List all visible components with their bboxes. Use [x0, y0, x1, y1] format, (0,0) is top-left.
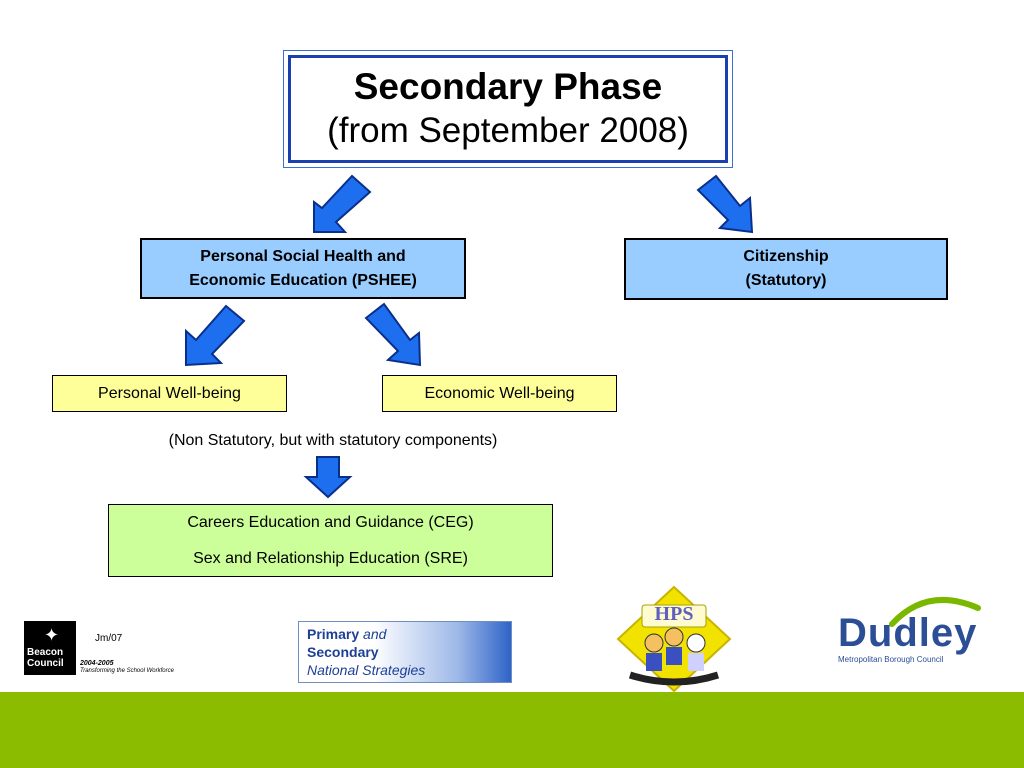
pshee-line2: Economic Education (PSHEE) [189, 271, 417, 289]
beacon-years: 2004-2005 [80, 660, 114, 667]
arrow-to-personal [185, 304, 246, 367]
dudley-swoosh-icon [889, 596, 981, 627]
author-code: Jm/07 [95, 633, 123, 644]
citizenship-line1: Citizenship [743, 248, 829, 265]
title-inner-border: Secondary Phase (from September 2008) [288, 55, 728, 163]
ceg-sre-box: Careers Education and Guidance (CEG) Sex… [108, 504, 553, 577]
dudley-council-logo: Dudley Metropolitan Borough Council [832, 590, 982, 665]
footer-bar [0, 692, 1024, 768]
hps-emblem-icon [616, 585, 732, 693]
strategies-line1: Primary and [307, 626, 386, 642]
arrow-to-ceg [303, 456, 353, 499]
national-strategies-logo: Primary and Secondary National Strategie… [298, 621, 512, 683]
title-main: Secondary Phase [353, 66, 663, 107]
star-icon: ✦ [44, 625, 60, 645]
citizenship-box: Citizenship (Statutory) [624, 238, 948, 300]
pshee-line1: Personal Social Health and [200, 247, 406, 265]
beacon-name-line1: Beacon [27, 647, 64, 658]
hps-letters: HPS [654, 603, 694, 625]
beacon-council-logo: ✦ Beacon Council [24, 621, 76, 675]
economic-wellbeing-label: Economic Well-being [424, 384, 575, 402]
strategies-national: National Strategies [307, 662, 426, 678]
citizenship-line2: (Statutory) [745, 272, 827, 289]
title-subtitle: (from September 2008) [327, 111, 689, 150]
personal-wellbeing-box: Personal Well-being [52, 375, 287, 412]
dudley-name: Dudley [838, 611, 978, 655]
beacon-council-name: Beacon Council [27, 647, 64, 669]
personal-wellbeing-label: Personal Well-being [98, 384, 241, 402]
title-box: Secondary Phase (from September 2008) [283, 50, 733, 168]
pshee-box: Personal Social Health and Economic Educ… [140, 238, 466, 299]
beacon-tagline: Transforming the School Workforce [80, 668, 174, 674]
strategies-primary: Primary [307, 626, 360, 642]
sre-label: Sex and Relationship Education (SRE) [193, 549, 468, 567]
ceg-label: Careers Education and Guidance (CEG) [187, 513, 474, 531]
dudley-subtitle: Metropolitan Borough Council [838, 655, 944, 664]
non-statutory-note: (Non Statutory, but with statutory compo… [168, 432, 498, 449]
economic-wellbeing-box: Economic Well-being [382, 375, 617, 412]
arrow-to-economic [364, 302, 422, 367]
strategies-secondary: Secondary [307, 644, 379, 660]
health-promoting-schools-logo: HPS [612, 585, 736, 693]
arrow-to-pshee [313, 174, 372, 233]
arrow-to-citizenship [696, 174, 754, 234]
strategies-and: and [359, 626, 387, 642]
beacon-name-line2: Council [27, 658, 64, 669]
